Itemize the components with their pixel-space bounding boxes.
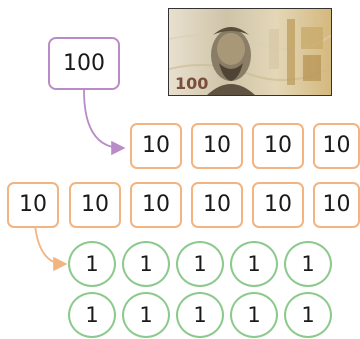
arrow-100-to-tens bbox=[83, 89, 126, 156]
ten-card: 10 bbox=[313, 182, 360, 228]
one-coin: 1 bbox=[284, 292, 332, 338]
one-coin: 1 bbox=[230, 292, 278, 338]
ten-card: 10 bbox=[313, 123, 360, 169]
ten-card: 10 bbox=[7, 182, 59, 228]
one-coin: 1 bbox=[68, 292, 116, 338]
one-coin: 1 bbox=[122, 241, 170, 287]
banknote-100-image: 100 bbox=[168, 8, 332, 96]
one-coin: 1 bbox=[122, 292, 170, 338]
one-coin: 1 bbox=[176, 292, 224, 338]
ten-card: 10 bbox=[130, 182, 182, 228]
ten-card: 10 bbox=[130, 123, 182, 169]
ten-card: 10 bbox=[252, 182, 304, 228]
one-coin: 1 bbox=[176, 241, 224, 287]
ten-card: 10 bbox=[69, 182, 121, 228]
banknote-denomination: 100 bbox=[175, 74, 208, 93]
one-coin: 1 bbox=[230, 241, 278, 287]
ten-card: 10 bbox=[191, 182, 243, 228]
one-coin: 1 bbox=[284, 241, 332, 287]
one-coin: 1 bbox=[68, 241, 116, 287]
ten-card: 10 bbox=[191, 123, 243, 169]
hundred-card: 100 bbox=[48, 37, 120, 90]
ten-card: 10 bbox=[252, 123, 304, 169]
